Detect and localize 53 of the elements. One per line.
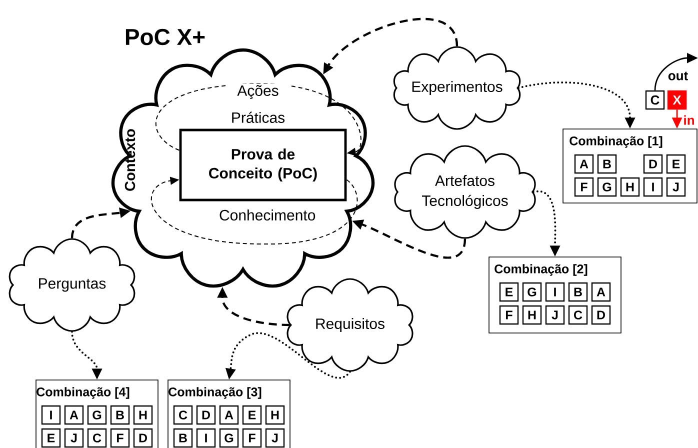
letter-cell: E [499, 282, 519, 302]
letter-cell: H [133, 405, 153, 425]
cloud: Requisitos [286, 278, 414, 372]
arrow [156, 84, 362, 156]
letter-cell: A [574, 154, 594, 174]
letter-cell: A [591, 282, 611, 302]
edge-label: Conhecimento [218, 208, 316, 222]
letter-cell: C [87, 428, 107, 448]
process-box: Prova de Conceito (PoC) [179, 128, 347, 202]
letter-cell: B [597, 154, 617, 174]
letter-cell: J [545, 305, 565, 325]
cloud: Perguntas [8, 238, 136, 332]
letter-cell: X [667, 90, 687, 110]
letter-cell: J [64, 428, 84, 448]
letter-cell: B [110, 405, 130, 425]
letter-cell: F [499, 305, 519, 325]
cloud: Experimentos [393, 46, 521, 130]
letter-cell: E [666, 154, 686, 174]
letter-cell: D [591, 305, 611, 325]
letter-cell: E [242, 405, 262, 425]
letter-cell: H [522, 305, 542, 325]
letter-cell: B [173, 428, 193, 448]
letter-cell: D [643, 154, 663, 174]
title: PoC X+ [126, 28, 205, 46]
letter-cell: G [522, 282, 542, 302]
letter-cell: C [173, 405, 193, 425]
edge-label: Ações Práticas [226, 84, 290, 124]
letter-cell: I [41, 405, 61, 425]
letter-cell: D [133, 428, 153, 448]
edge-label: in [684, 115, 694, 125]
letter-cell: G [597, 177, 617, 197]
letter-cell: F [242, 428, 262, 448]
edge-label: out [668, 72, 688, 80]
letter-cell: I [196, 428, 216, 448]
letter-cell: C [645, 90, 665, 110]
letter-cell: A [219, 405, 239, 425]
letter-cell: I [545, 282, 565, 302]
letter-cell: D [196, 405, 216, 425]
letter-cell: J [265, 428, 285, 448]
letter-cell: C [568, 305, 588, 325]
letter-cell: H [620, 177, 640, 197]
letter-cell: H [265, 405, 285, 425]
arrow [150, 176, 358, 244]
letter-cell: J [666, 177, 686, 197]
letter-cell: I [643, 177, 663, 197]
letter-cell: B [568, 282, 588, 302]
letter-cell: G [219, 428, 239, 448]
letter-cell: F [110, 428, 130, 448]
letter-cell: A [64, 405, 84, 425]
cloud: Artefatos Tecnológicos [394, 145, 536, 239]
letter-cell: F [574, 177, 594, 197]
letter-cell: G [87, 405, 107, 425]
letter-cell: E [41, 428, 61, 448]
